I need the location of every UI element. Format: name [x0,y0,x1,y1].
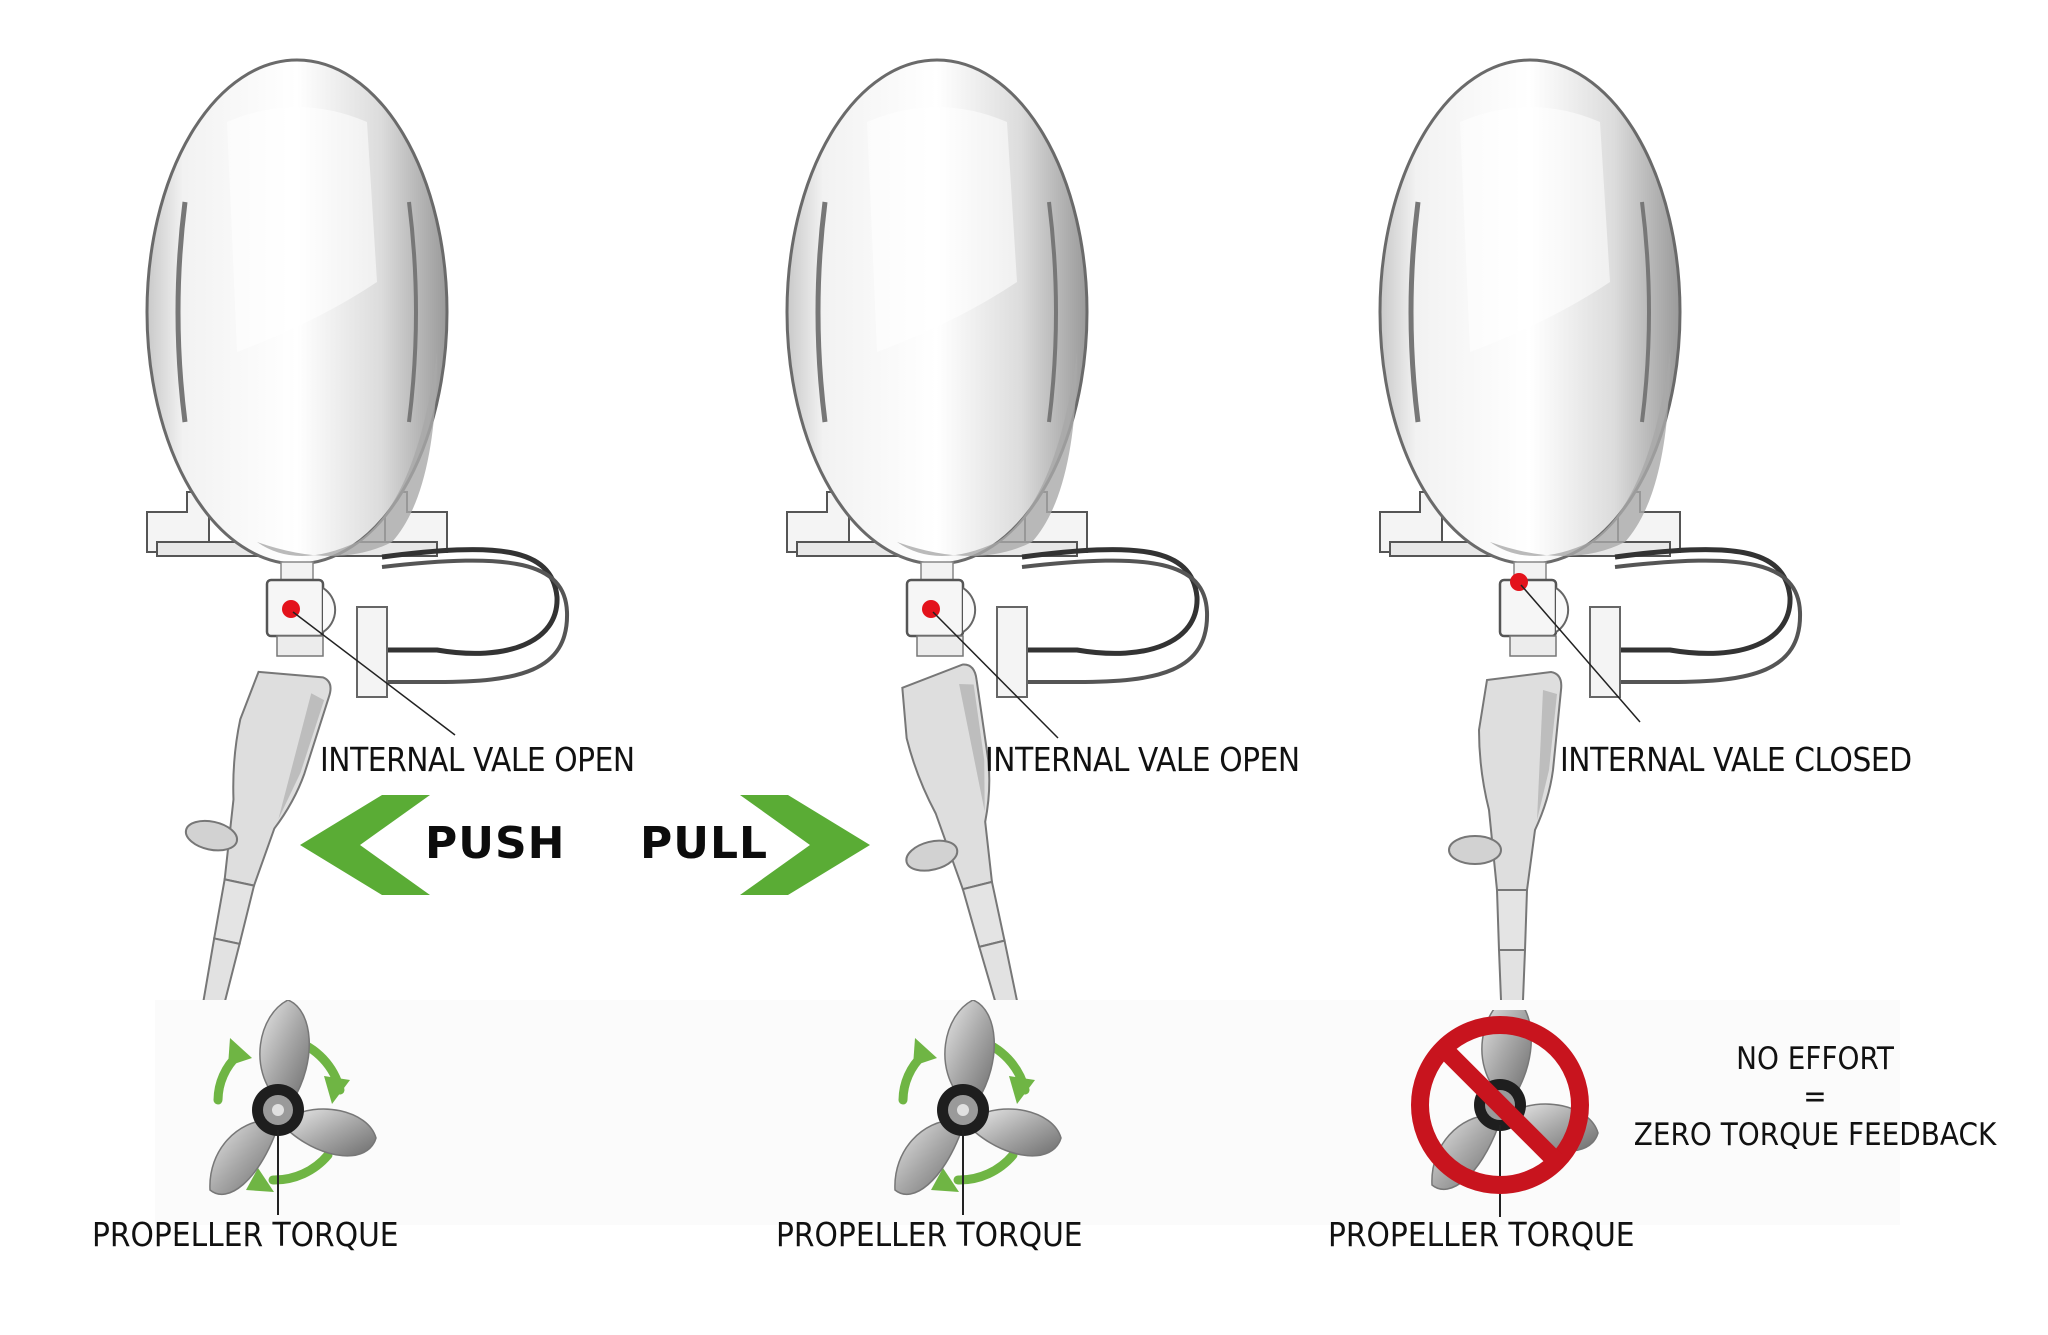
outboard-unit-closed: INTERNAL VALE CLOSED [1240,0,1912,1051]
note-line-1: NO EFFORT [1736,1041,1894,1077]
pull-label: PULL [640,818,769,869]
propeller-icon [209,1000,377,1215]
propeller-icon [894,1000,1062,1215]
outboard-motor-illustration [143,0,560,1051]
push-arrow-icon [300,795,430,895]
note-line-2: = [1803,1079,1827,1115]
outboard-motor-illustration [1240,0,1800,1051]
propeller-torque-label: PROPELLER TORQUE [776,1215,1083,1254]
propeller-torque-label: PROPELLER TORQUE [92,1215,399,1254]
outboard-motor-illustration [640,0,1200,1058]
outboard-unit-pull: INTERNAL VALE OPEN [640,0,1300,1058]
propeller-icon [1411,1010,1599,1217]
valve-state-label: INTERNAL VALE CLOSED [1560,740,1912,779]
propeller-torque-label: PROPELLER TORQUE [1328,1215,1635,1254]
note-line-3: ZERO TORQUE FEEDBACK [1633,1117,1997,1153]
outboard-unit-push: INTERNAL VALE OPEN [0,0,635,1051]
leader-line [932,611,1059,739]
pull-arrow-icon [740,795,870,895]
leader-line [1520,584,1641,723]
leader-line [292,611,456,736]
zero-torque-note: NO EFFORT = ZERO TORQUE FEEDBACK [1617,1040,2013,1154]
red-prohibition-icon [1411,1016,1589,1194]
push-label: PUSH [425,818,566,869]
valve-state-label: INTERNAL VALE OPEN [985,740,1300,779]
red-valve-dot-icon [1510,573,1528,591]
valve-state-label: INTERNAL VALE OPEN [320,740,635,779]
